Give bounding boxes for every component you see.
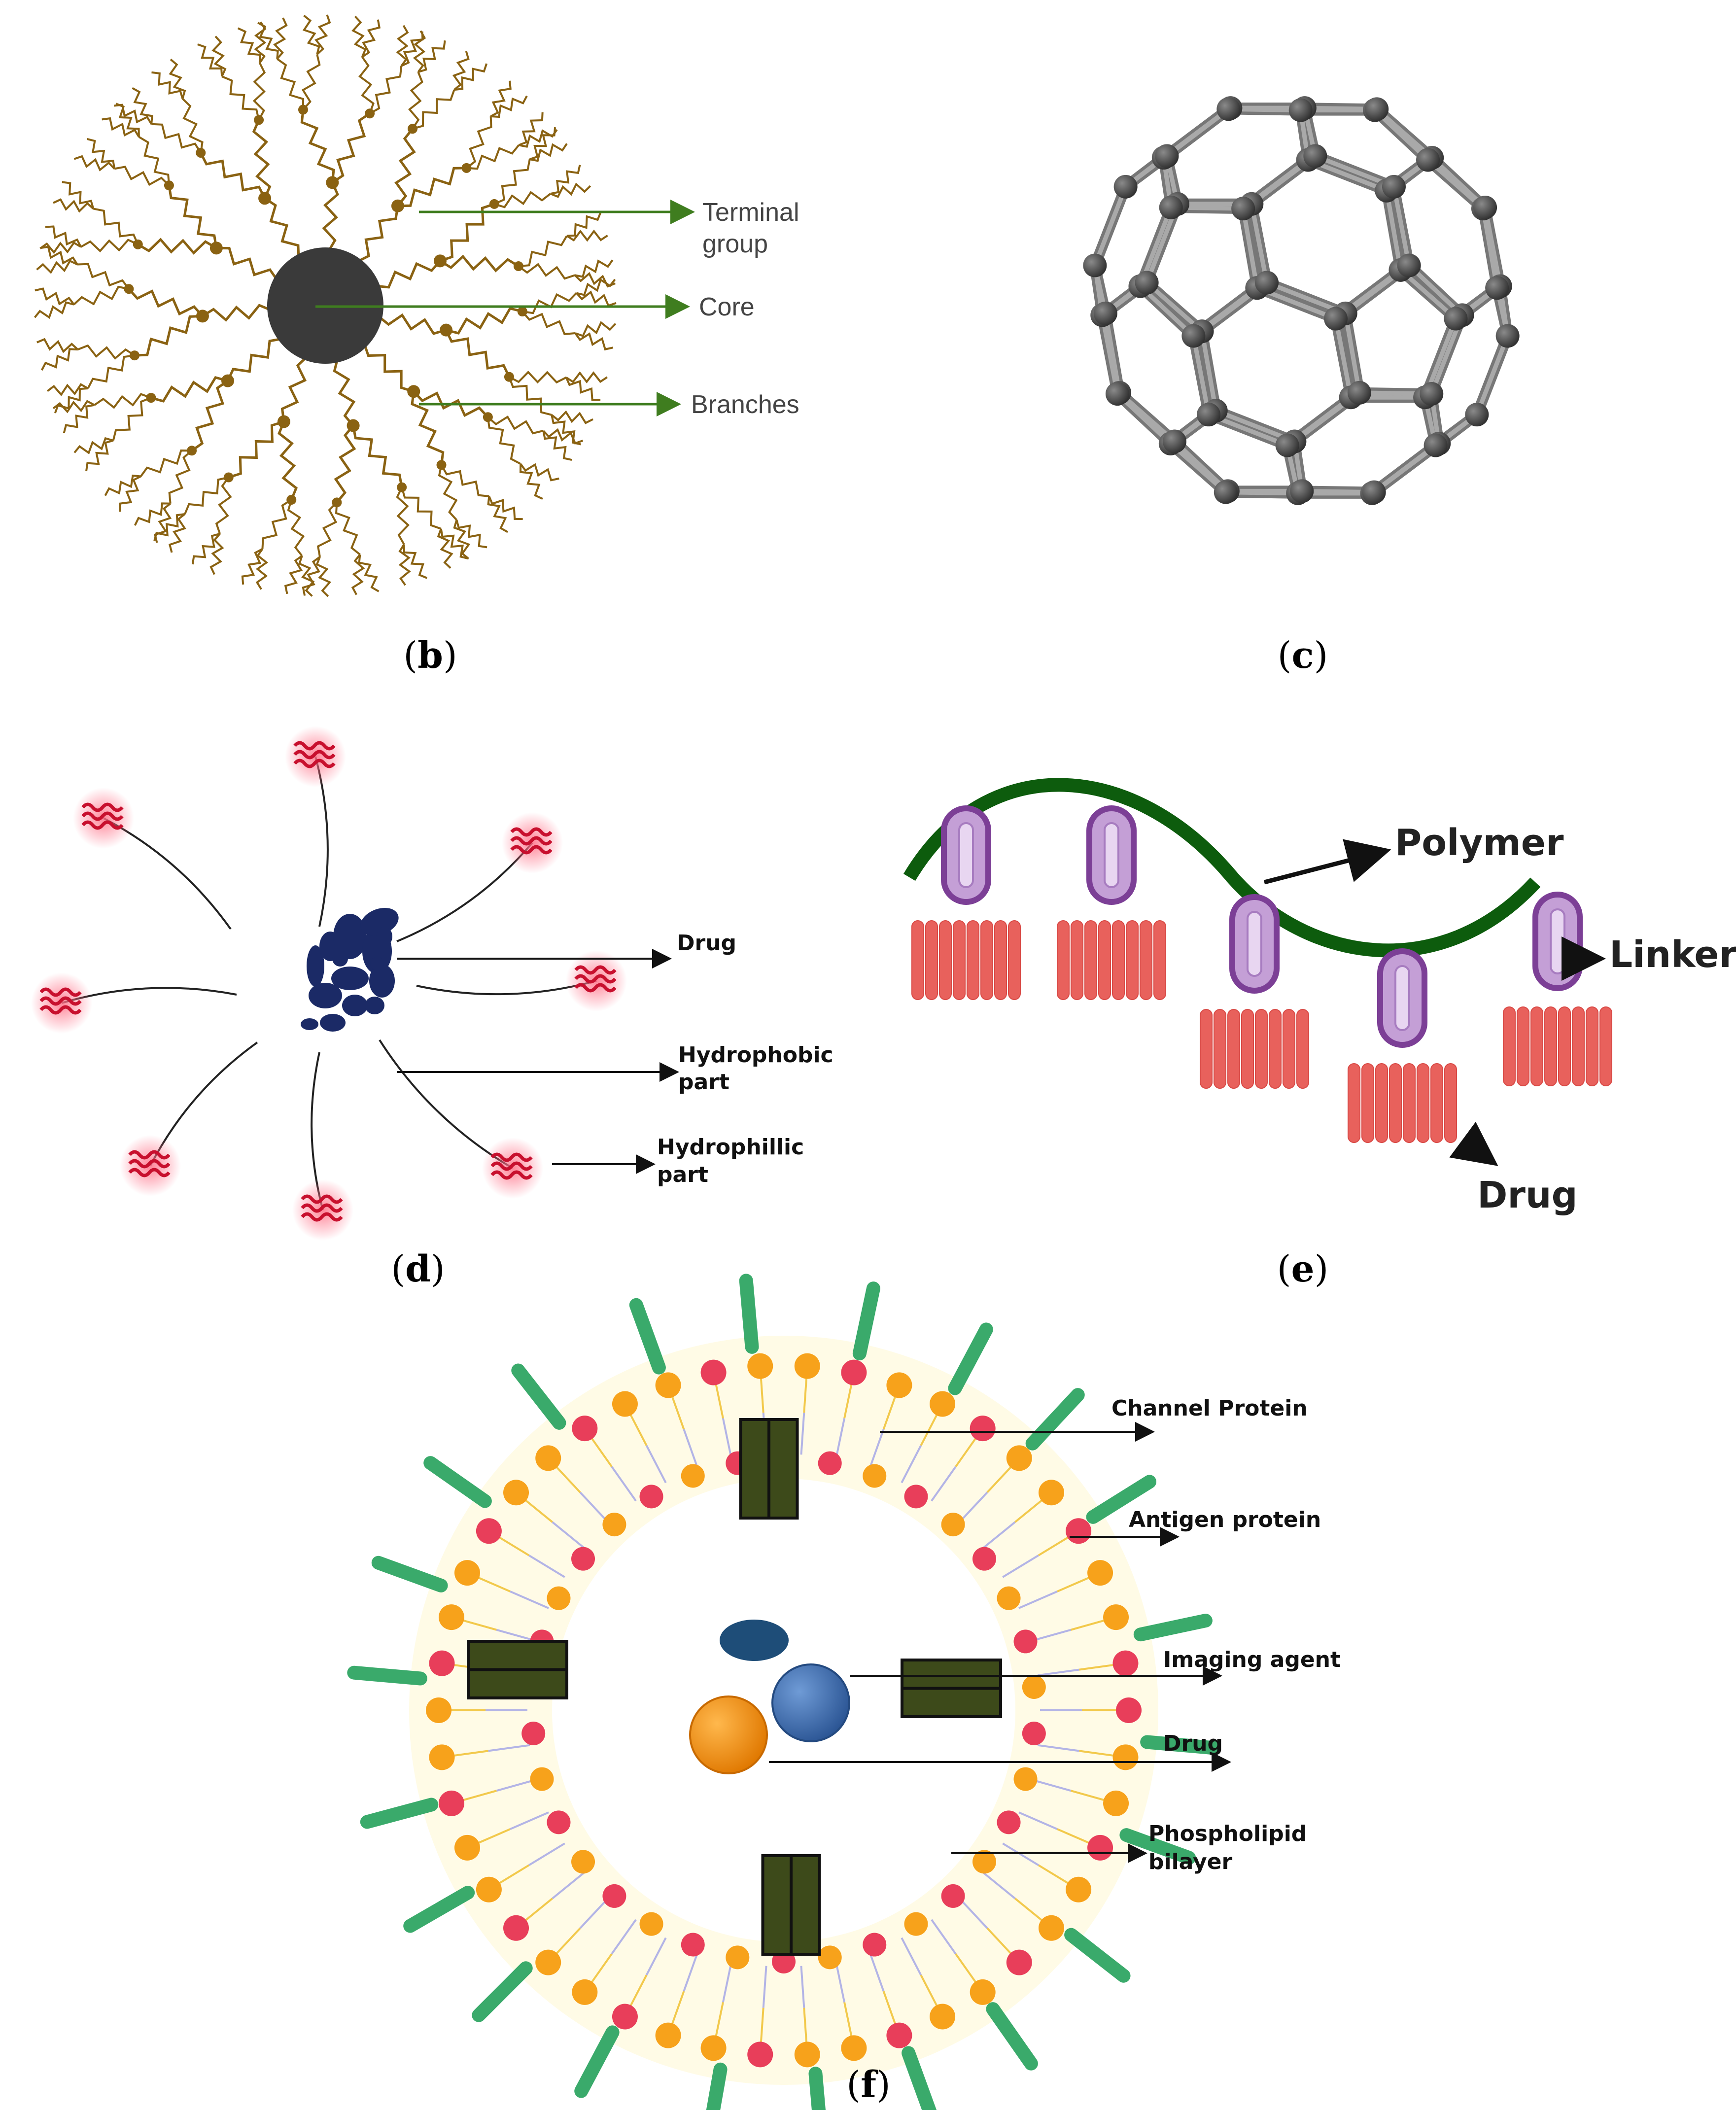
- imaging-label: Imaging agent: [1163, 1647, 1341, 1672]
- conjugate-units: [911, 805, 1612, 1143]
- panel-c-caption: (c): [1278, 634, 1328, 677]
- imaging-capsule: [720, 1620, 789, 1661]
- polymer-conjugate-panel: Polymer Linker Drug (e): [903, 778, 1736, 1290]
- terminal-group-label-2: group: [702, 230, 768, 258]
- liposome-panel: Channel Protein Antigen protein Imaging …: [347, 1274, 1341, 2110]
- fullerene-atoms: [1083, 96, 1520, 505]
- polymer-label: Polymer: [1395, 822, 1564, 864]
- branches-label: Branches: [691, 390, 799, 419]
- bilayer-label-2: bilayer: [1148, 1849, 1233, 1874]
- channel-proteins: [467, 1418, 1002, 1956]
- bilayer-label: Phospholipid: [1148, 1821, 1307, 1846]
- hydrophilic-label: Hydrophillic: [657, 1135, 804, 1160]
- hydrophobic-label-2: part: [678, 1070, 729, 1095]
- terminal-group-label: Terminal: [702, 198, 799, 227]
- antigen-proteins: [347, 1274, 1220, 2110]
- polymer-arrow: [1263, 839, 1391, 885]
- hydrophobic-label: Hydrophobic: [678, 1042, 833, 1068]
- drug-label: Drug: [677, 931, 736, 956]
- antigen-label: Antigen protein: [1129, 1507, 1321, 1532]
- drug-sphere: [689, 1695, 768, 1774]
- dendrimer-panel: Terminal group Core Branches (b): [34, 14, 799, 677]
- panel-b-caption: (b): [403, 634, 457, 677]
- imaging-sphere: [771, 1663, 850, 1742]
- drug-liposome-label: Drug: [1163, 1731, 1223, 1756]
- linker-label: Linker: [1609, 934, 1736, 976]
- micelle-heads: [31, 726, 627, 1241]
- core-label: Core: [699, 293, 755, 321]
- hydrophilic-label-2: part: [657, 1162, 708, 1187]
- micelle-drug-cluster: [301, 907, 399, 1032]
- drug-conjugate-arrow: [1449, 1121, 1498, 1166]
- dendrimer-branches: [34, 14, 617, 597]
- drug-conjugate-label: Drug: [1477, 1174, 1578, 1216]
- fullerene-panel: (c): [1083, 96, 1520, 677]
- micelle-panel: Drug Hydrophobic part Hydrophillic part …: [31, 726, 833, 1290]
- panel-f-caption: (f): [846, 2064, 891, 2106]
- panel-e-caption: (e): [1277, 1248, 1329, 1290]
- polymer-backbone: [903, 778, 1541, 958]
- channel-label: Channel Protein: [1111, 1396, 1308, 1421]
- panel-d-caption: (d): [391, 1248, 445, 1290]
